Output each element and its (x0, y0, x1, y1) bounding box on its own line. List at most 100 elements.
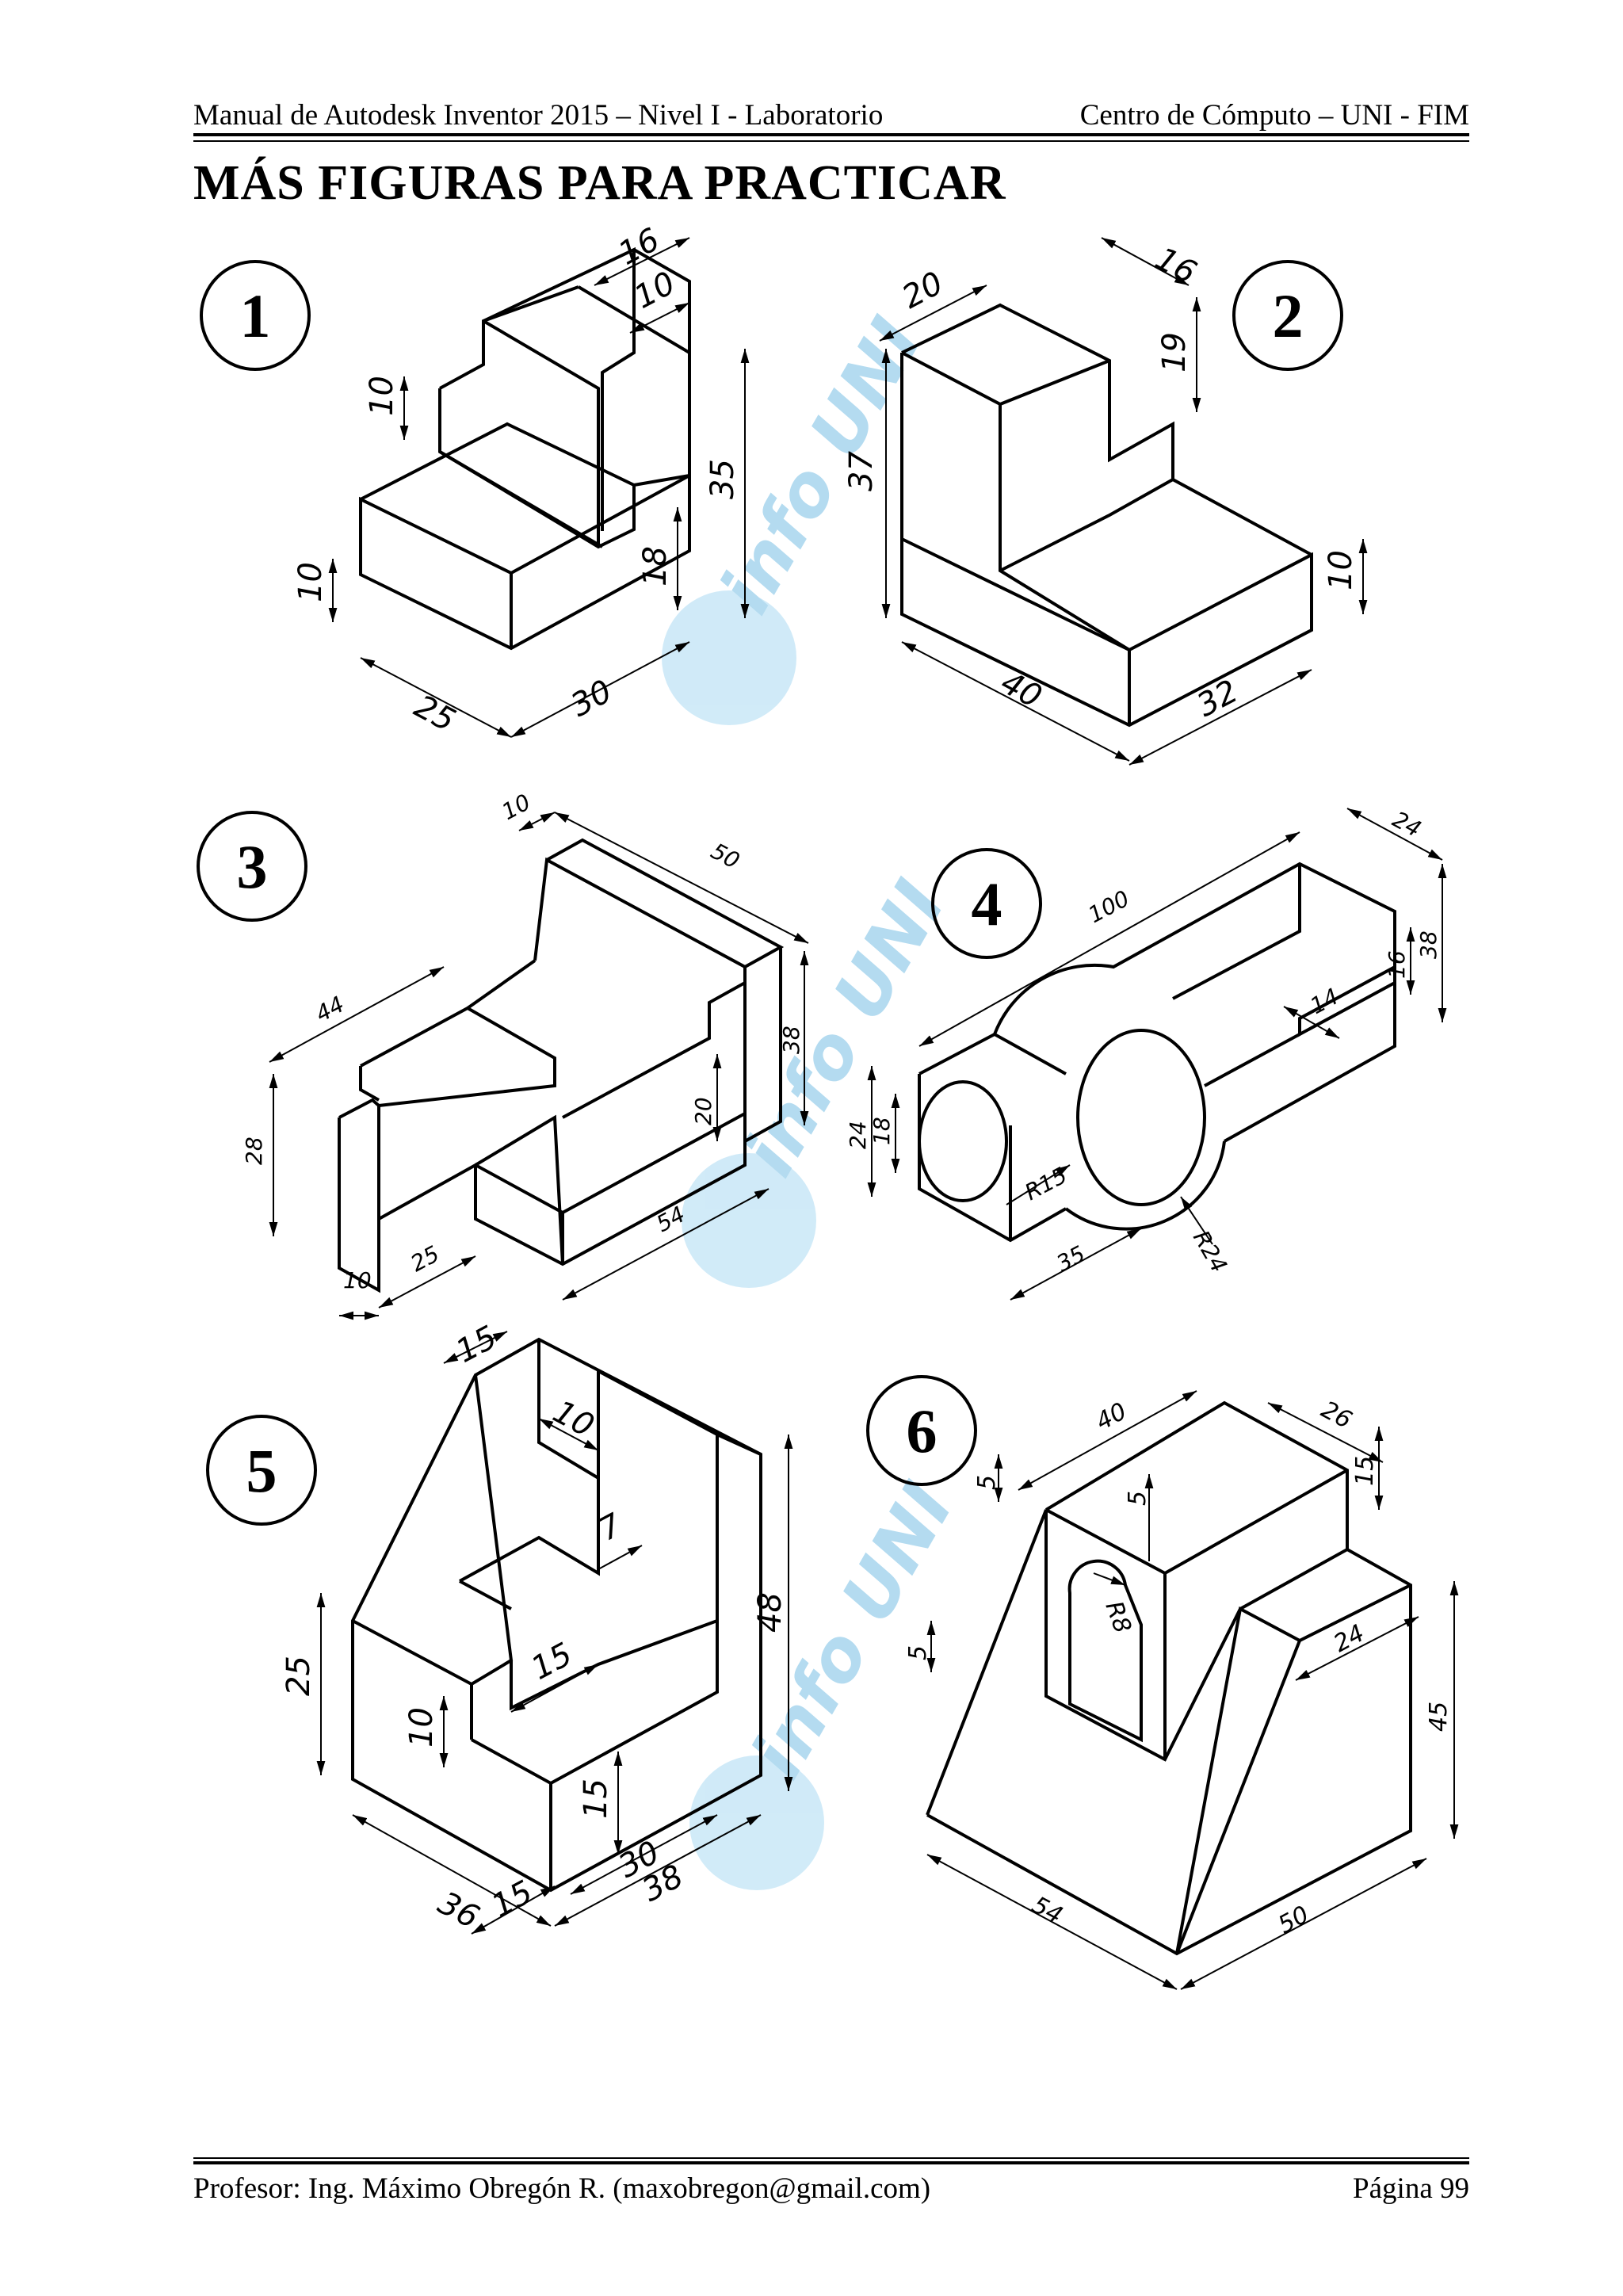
figure-number: 5 (246, 1436, 277, 1505)
dim-label: 10 (498, 789, 535, 825)
header-rule-thin (193, 140, 1469, 142)
base-outline (338, 983, 747, 1293)
dim-label: R24 (1188, 1226, 1232, 1277)
upper-step (483, 246, 636, 531)
dimension-lines (879, 237, 1368, 766)
page-title: MÁS FIGURAS PARA PRACTICAR (193, 156, 1006, 210)
dim-label: 25 (281, 1656, 317, 1696)
figure-number-circle (1232, 260, 1343, 371)
inner-cut (474, 1114, 564, 1265)
base-top (360, 422, 690, 501)
left-slope (926, 1509, 1242, 1816)
step-edge (466, 959, 537, 1010)
front-hole (918, 1080, 1008, 1202)
figure-number: 2 (1273, 281, 1304, 350)
figure-number-circle (197, 811, 307, 922)
dim-label: 37 (843, 451, 880, 491)
dim-label: 54 (1027, 1891, 1067, 1930)
dim-label: 28 (241, 1137, 267, 1165)
step-top (439, 285, 579, 390)
dim-label: 15 (1351, 1456, 1379, 1486)
outer-body (900, 353, 1313, 728)
figure-2: 2 20 16 19 37 10 40 32 (843, 237, 1368, 766)
dim-label: 50 (707, 838, 744, 874)
dim-label: 100 (1084, 885, 1134, 928)
inner-edge (999, 478, 1174, 572)
figure-number: 3 (237, 832, 268, 901)
dimension-lines (926, 1390, 1459, 1990)
dim-label: 5 (973, 1475, 1001, 1490)
dim-label: R8 (1099, 1598, 1136, 1637)
dim-label: 48 (752, 1592, 789, 1633)
dim-label: 5 (904, 1645, 932, 1660)
cut-face (475, 1163, 564, 1264)
dimension-lines (328, 237, 750, 738)
slope-face (352, 1374, 514, 1687)
dim-label: 24 (1329, 1619, 1369, 1658)
figure-number-circle (200, 260, 311, 371)
footer-page-number: Página 99 (1353, 2172, 1469, 2205)
dim-label: 10 (403, 1707, 440, 1748)
header-center-name: Centro de Cómputo – UNI - FIM (1079, 99, 1469, 132)
dim-label: 16 (1384, 950, 1410, 979)
watermark-logo: info UNI (689, 1469, 970, 1890)
dim-label: 40 (995, 664, 1048, 716)
dim-label: 10 (292, 562, 329, 602)
header-manual-title: Manual de Autodesk Inventor 2015 – Nivel… (193, 99, 884, 132)
slot-lip (459, 1580, 512, 1610)
step-edge (482, 319, 600, 547)
fin-top (338, 1098, 380, 1119)
dim-label: 25 (408, 688, 461, 739)
dim-label: 50 (1274, 1901, 1313, 1939)
arm-edge (1172, 864, 1301, 1000)
top-front (1045, 1469, 1348, 1576)
ring-bottom (1064, 1140, 1226, 1231)
dim-label: 24 (845, 1121, 871, 1149)
dim-label: 20 (690, 1097, 716, 1125)
ring-hole (1076, 1029, 1206, 1206)
dim-label: 32 (1191, 673, 1244, 724)
dim-label: 15 (486, 1874, 539, 1925)
step-bottom (438, 450, 604, 548)
end-top (918, 1032, 1067, 1075)
dim-label: 10 (364, 376, 400, 416)
figure-4: 4 100 24 38 16 14 24 18 (845, 806, 1447, 1301)
dim-label: 25 (407, 1240, 444, 1277)
wall-back (744, 947, 782, 1143)
dim-label: 24 (1388, 806, 1426, 842)
wall (533, 857, 747, 1119)
dim-label: 35 (1052, 1240, 1090, 1277)
dim-label: 18 (869, 1117, 895, 1145)
dim-label: 10 (343, 1267, 372, 1293)
fin-back (359, 1066, 380, 1102)
dim-label: 30 (565, 673, 618, 724)
dimension-lines (269, 812, 809, 1320)
footer-rule-thin (193, 2157, 1469, 2159)
page-header: Manual de Autodesk Inventor 2015 – Nivel… (193, 94, 1469, 133)
dim-label: 26 (1316, 1396, 1356, 1435)
footer-rule (193, 2161, 1469, 2164)
top-box (1044, 1400, 1349, 1549)
wall-top (546, 838, 785, 968)
step-top (550, 1621, 719, 1785)
dim-label: 35 (705, 459, 741, 499)
page-footer: Profesor: Ing. Máximo Obregón R. (maxobr… (193, 2172, 1469, 2211)
header-rule (193, 133, 1469, 136)
dim-label: 18 (637, 546, 674, 586)
dim-label: 10 (547, 1393, 600, 1445)
dim-label: 5 (1124, 1491, 1151, 1506)
bar-top (360, 1006, 556, 1107)
figure-number: 6 (907, 1396, 938, 1465)
outer-body (351, 1337, 762, 1893)
figure-6: 6 40 26 5 5 15 R8 5 (866, 1375, 1459, 1990)
dim-label: 38 (778, 1026, 804, 1054)
dim-label: 36 (432, 1885, 485, 1936)
dim-label: 45 (1425, 1702, 1453, 1732)
dim-label: 38 (1415, 930, 1442, 959)
figure-number-circle (866, 1375, 977, 1486)
dim-label: 16 (1149, 240, 1202, 292)
dimension-lines (316, 1331, 793, 1935)
dim-label: 15 (578, 1778, 614, 1819)
figure-number: 1 (240, 281, 271, 350)
right-slope (1175, 1584, 1411, 1954)
